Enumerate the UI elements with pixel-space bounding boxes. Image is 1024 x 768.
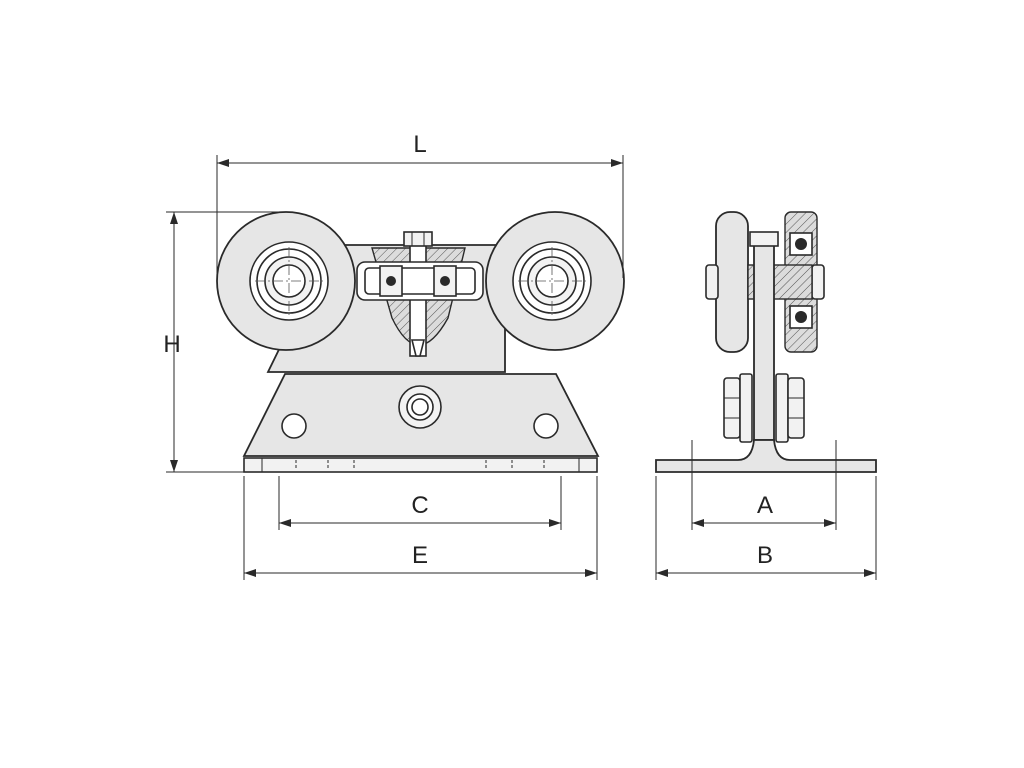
bolt-head	[403, 231, 433, 247]
dimension-E-label: E	[412, 542, 428, 569]
dimension-B-label: B	[757, 542, 773, 569]
side-wheel-left	[715, 211, 749, 353]
mount-hole-right	[533, 413, 559, 439]
side-view	[655, 211, 877, 473]
dimension-H-label: H	[163, 331, 180, 358]
dimension-L-label: L	[413, 131, 426, 158]
side-nut-left	[723, 377, 741, 439]
side-stem	[753, 239, 775, 441]
side-nut-right	[787, 377, 805, 439]
dimension-A-label: A	[757, 492, 773, 519]
right-wheel	[485, 211, 625, 351]
dimension-lines	[166, 155, 877, 580]
ball-bearing-right	[440, 276, 450, 286]
side-base-plate	[655, 439, 877, 473]
ball-bearing-left	[386, 276, 396, 286]
mount-hole-left	[281, 413, 307, 439]
base-plate	[243, 457, 598, 473]
front-view	[216, 211, 625, 473]
dimension-C-label: C	[411, 492, 428, 519]
left-wheel	[216, 211, 356, 351]
